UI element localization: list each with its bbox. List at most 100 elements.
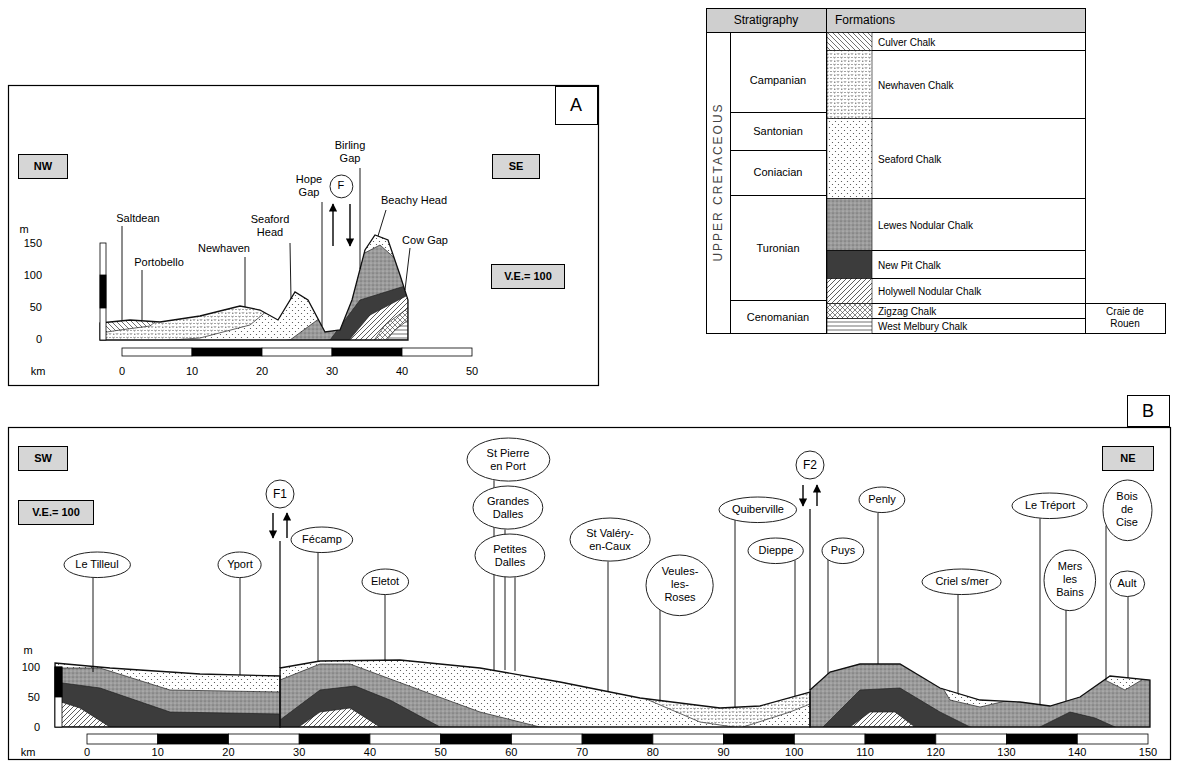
stratigraphy-table [731, 300, 827, 301]
km-scale-bar [87, 734, 1148, 744]
stage-name: Cenomanian [747, 311, 809, 324]
node-label: NW [34, 160, 52, 173]
leader-line [378, 210, 386, 236]
locality-oval: Dieppe [747, 537, 804, 565]
table-header: Stratigraphy [734, 14, 799, 27]
node-label: Grandes Dalles [485, 495, 531, 521]
axis-value: 50 [466, 365, 478, 378]
axis-value: 40 [364, 746, 376, 759]
km-scale-bar [865, 734, 936, 744]
axis-value: 50 [466, 365, 478, 378]
leader-line [122, 168, 410, 326]
node-label: A [570, 95, 582, 115]
locality-oval-outline [570, 518, 650, 561]
fault-arrow [802, 485, 803, 506]
axis-value: 150 [1139, 746, 1157, 759]
node-text: Le Tilleul [75, 558, 118, 571]
node-label: Ault [1118, 577, 1137, 590]
geological-layer [280, 600, 810, 740]
fault-arrow [272, 513, 273, 538]
height-scale-bar [100, 243, 106, 340]
node-label: St Pierre en Port [480, 447, 536, 473]
profile-outline [55, 663, 280, 727]
fault-circle: F2 [795, 450, 825, 480]
axis-value: 10 [152, 746, 164, 759]
node-label: V.E.= 100 [504, 270, 552, 283]
header-tag-box: SE [492, 154, 540, 179]
axis-value: 60 [505, 746, 517, 759]
km-scale-bar [122, 348, 192, 356]
geological-layer [810, 600, 1150, 707]
stage-name: Coniacian [754, 166, 803, 179]
geological-layer [810, 600, 1150, 740]
node-text: Bois de Cise [1112, 490, 1142, 529]
stratigraphy-table [731, 150, 827, 151]
locality-oval: Fécamp [290, 526, 354, 554]
node-label: Eletot [371, 575, 399, 588]
legend-entry: West Melbury Chalk [878, 320, 967, 333]
node-label: Criel s/mer [935, 575, 988, 588]
axis-value: 50 [435, 746, 447, 759]
axis-value: 130 [997, 746, 1015, 759]
profile-outline [810, 664, 1150, 727]
axis-value: 40 [396, 365, 408, 378]
axis-value: m [19, 223, 28, 236]
locality-oval: Puys [821, 537, 865, 565]
node-text: Penly [868, 493, 896, 506]
node-label: F [338, 179, 345, 192]
node-label: SE [509, 160, 524, 173]
geological-layer [100, 150, 408, 360]
axis-value: km [21, 746, 36, 759]
axis-value: 80 [647, 746, 659, 759]
leader-line [1128, 597, 1129, 678]
axis-value: 50 [30, 301, 42, 314]
legend-entry: Seaford Chalk [878, 152, 941, 165]
km-scale-bar [262, 348, 332, 356]
place-name: Cow Gap [402, 234, 448, 247]
axis-value: 20 [256, 365, 268, 378]
legend-swatch [827, 279, 872, 304]
leader-line [735, 520, 736, 707]
geological-layer [280, 600, 810, 728]
node-text: St Valéry-en-Caux [583, 527, 637, 553]
height-scale-bar [100, 243, 106, 340]
km-scale-bar [370, 734, 441, 744]
group-name: Craie de Rouen [1098, 306, 1152, 330]
geological-layer [55, 600, 280, 714]
km-scale-bar [158, 734, 229, 744]
node-text: B [1142, 401, 1154, 421]
leader-line [1040, 518, 1041, 705]
node-label: B [1142, 401, 1154, 421]
node-text: F [338, 179, 345, 192]
locality-oval: Criel s/mer [921, 568, 1002, 596]
height-scale-bar [55, 667, 62, 727]
node-text: A [570, 95, 582, 115]
axis-value: 120 [927, 746, 945, 759]
km-scale-bar [299, 734, 370, 744]
geological-layer [100, 150, 408, 360]
node-label: St Valéry-en-Caux [583, 527, 637, 553]
axis-value: 0 [84, 746, 90, 759]
stage-name: Cenomanian [747, 311, 809, 324]
locality-oval-outline [218, 552, 261, 578]
leader-line [122, 226, 123, 320]
fault-arrow [333, 204, 350, 246]
leader-line [878, 513, 879, 664]
node-label: Mers les Bains [1054, 560, 1086, 599]
geological-layer [100, 150, 408, 345]
axis-value: m [23, 644, 32, 657]
height-scale-bar [55, 667, 62, 727]
stage-name: Campanian [750, 74, 806, 87]
fault-arrow [816, 485, 817, 506]
axis-value: 0 [84, 746, 90, 759]
locality-oval: Ault [1109, 570, 1146, 598]
km-scale-bar [1007, 734, 1078, 744]
axis-value: 130 [997, 746, 1015, 759]
legend-entry: Lewes Nodular Chalk [878, 218, 973, 231]
locality-oval-outline [922, 569, 1001, 595]
locality-oval-outline [646, 555, 713, 616]
place-name: Portobello [134, 256, 184, 269]
locality-oval-outline [362, 569, 409, 595]
km-scale-bar [724, 734, 795, 744]
node-label: Fécamp [302, 533, 342, 546]
